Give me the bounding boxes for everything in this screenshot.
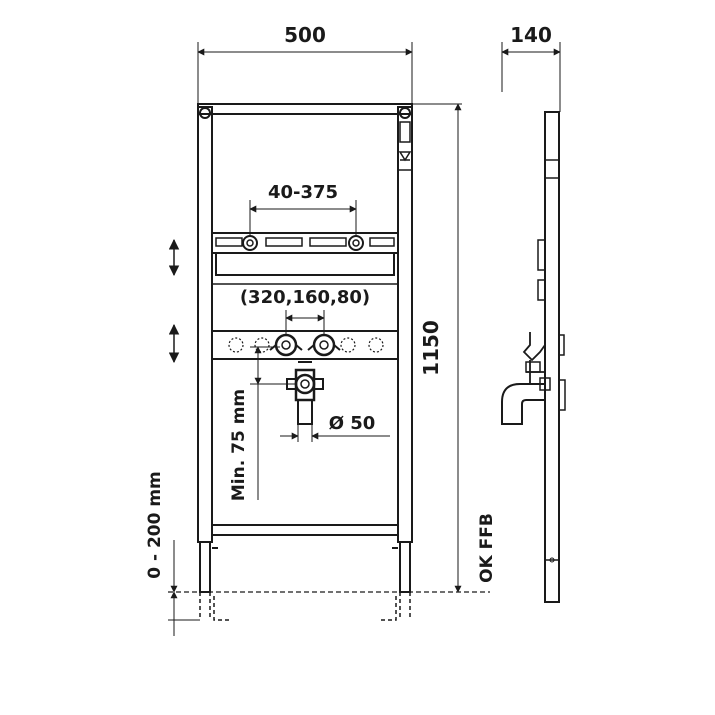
floor-ref-label: OK FFB (477, 513, 497, 583)
dim-connection-spacing: (320,160,80) (240, 287, 370, 335)
upper-rail (211, 232, 399, 285)
dim-width: 500 (197, 23, 413, 104)
lower-rail (211, 330, 399, 360)
dim-fitting-spacing-label: 40-375 (268, 182, 338, 203)
dim-width-label: 500 (284, 23, 326, 47)
dim-fitting-spacing: 40-375 (249, 182, 357, 236)
dim-depth: 140 (501, 23, 561, 112)
dim-adjust-range-label: 0 - 200 mm (145, 471, 165, 579)
dim-diameter-label: Ø 50 (329, 413, 376, 434)
dim-depth-label: 140 (510, 23, 552, 47)
front-feet (199, 541, 411, 621)
dim-adjust-range: 0 - 200 mm (145, 471, 200, 636)
dim-height: 1150 OK FFB (412, 103, 497, 593)
dim-connection-spacing-label: (320,160,80) (240, 287, 370, 308)
side-view (501, 111, 566, 603)
dim-height-label: 1150 (419, 320, 443, 376)
dim-min-height: Min. 75 mm (229, 346, 296, 501)
dim-min-height-label: Min. 75 mm (229, 389, 249, 501)
drain-fitting (286, 361, 324, 425)
dim-diameter: Ø 50 (280, 413, 390, 442)
